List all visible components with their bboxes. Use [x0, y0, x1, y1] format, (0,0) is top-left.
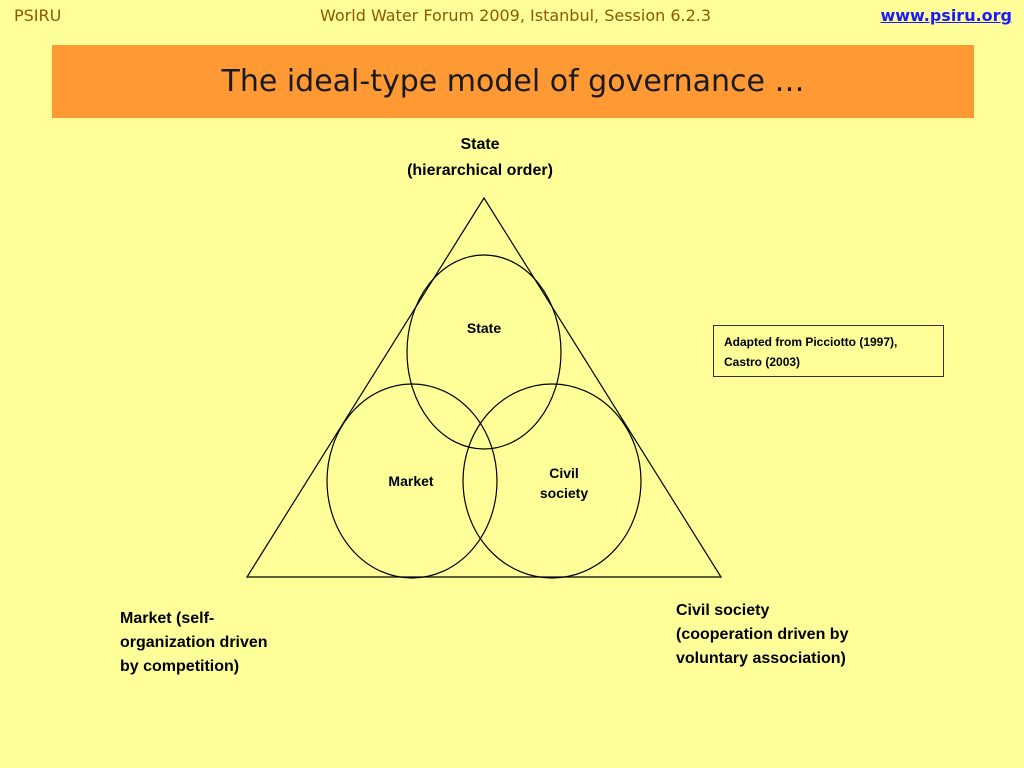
source-note-line1: Adapted from Picciotto (1997), [724, 335, 898, 349]
market-corner-label: Market (self- organization driven by com… [120, 607, 320, 679]
title-bar: The ideal-type model of governance … [52, 45, 974, 118]
state-circle-label: State [467, 320, 501, 336]
apex-label-state: State [460, 136, 500, 153]
governance-triangle [245, 196, 723, 578]
market-corner-line1: Market (self- [120, 610, 215, 627]
source-note-box: Adapted from Picciotto (1997), Castro (2… [713, 325, 944, 377]
header-event: World Water Forum 2009, Istanbul, Sessio… [320, 6, 712, 25]
civil-circle-label-line1: Civil [549, 465, 579, 481]
market-circle-label: Market [388, 473, 433, 489]
civil-corner-line3: voluntary association) [676, 650, 846, 667]
apex-label: State (hierarchical order) [360, 132, 600, 184]
market-corner-line2: organization driven [120, 634, 268, 651]
source-note-line2: Castro (2003) [724, 355, 801, 369]
apex-label-order: (hierarchical order) [407, 162, 553, 179]
civil-circle-label-line2: society [540, 485, 588, 501]
header-website-link[interactable]: www.psiru.org [880, 6, 1012, 25]
market-corner-line3: by competition) [120, 658, 240, 675]
slide-title: The ideal-type model of governance … [221, 64, 805, 99]
civil-society-corner-label: Civil society (cooperation driven by vol… [676, 599, 916, 671]
civil-corner-line2: (cooperation driven by [676, 626, 849, 643]
state-circle [406, 254, 562, 450]
civil-corner-line1: Civil society [676, 602, 770, 619]
civil-society-circle [462, 383, 642, 579]
header-org: PSIRU [14, 6, 62, 25]
market-circle [326, 383, 498, 579]
